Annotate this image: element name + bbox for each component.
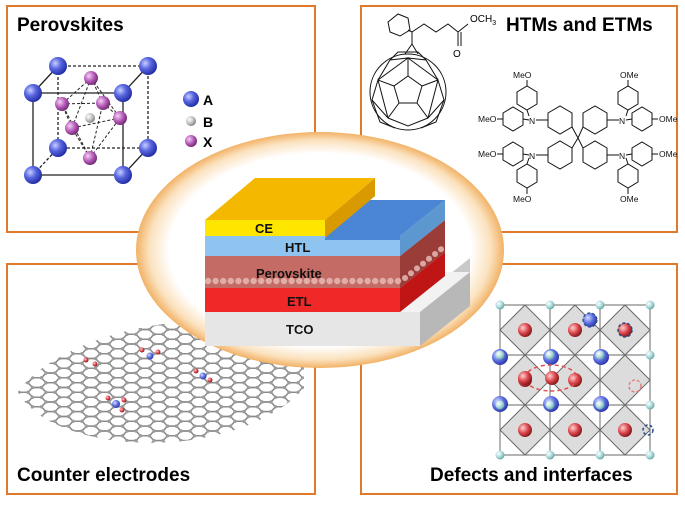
n-label-4: N — [619, 151, 625, 161]
legend-b-swatch — [186, 116, 196, 126]
legend-a-label: A — [203, 92, 213, 108]
perovskite-label: Perovskite — [256, 266, 322, 281]
meo-label-3: MeO — [478, 149, 497, 159]
pcbm-molecule — [370, 14, 468, 130]
legend-a-swatch — [183, 91, 199, 107]
carbonyl-o: O — [453, 49, 461, 60]
crystal-legend: A B X — [183, 91, 213, 150]
n-label-2: N — [619, 116, 625, 126]
defect-lattice — [492, 301, 655, 460]
ome-label-3: OMe — [659, 149, 678, 159]
legend-x-label: X — [203, 134, 213, 150]
legend-b-label: B — [203, 114, 213, 130]
meo-label-1: MeO — [513, 70, 532, 80]
ome-label-2: OMe — [659, 114, 678, 124]
ester-label: OCH3 — [470, 14, 496, 27]
n-label-3: N — [529, 151, 535, 161]
perovskite-crystal — [24, 57, 157, 184]
legend-x-swatch — [185, 135, 197, 147]
tco-label: TCO — [286, 322, 313, 337]
htl-label: HTL — [285, 240, 310, 255]
spiro-ometad-molecule — [497, 80, 658, 194]
meo-label-4: MeO — [513, 194, 532, 204]
n-label-1: N — [529, 116, 535, 126]
ome-label-1: OMe — [620, 70, 639, 80]
ce-label: CE — [255, 221, 273, 236]
ome-label-4: OMe — [620, 194, 639, 204]
etl-label: ETL — [287, 294, 312, 309]
device-stack — [205, 178, 470, 346]
meo-label-2: MeO — [478, 114, 497, 124]
